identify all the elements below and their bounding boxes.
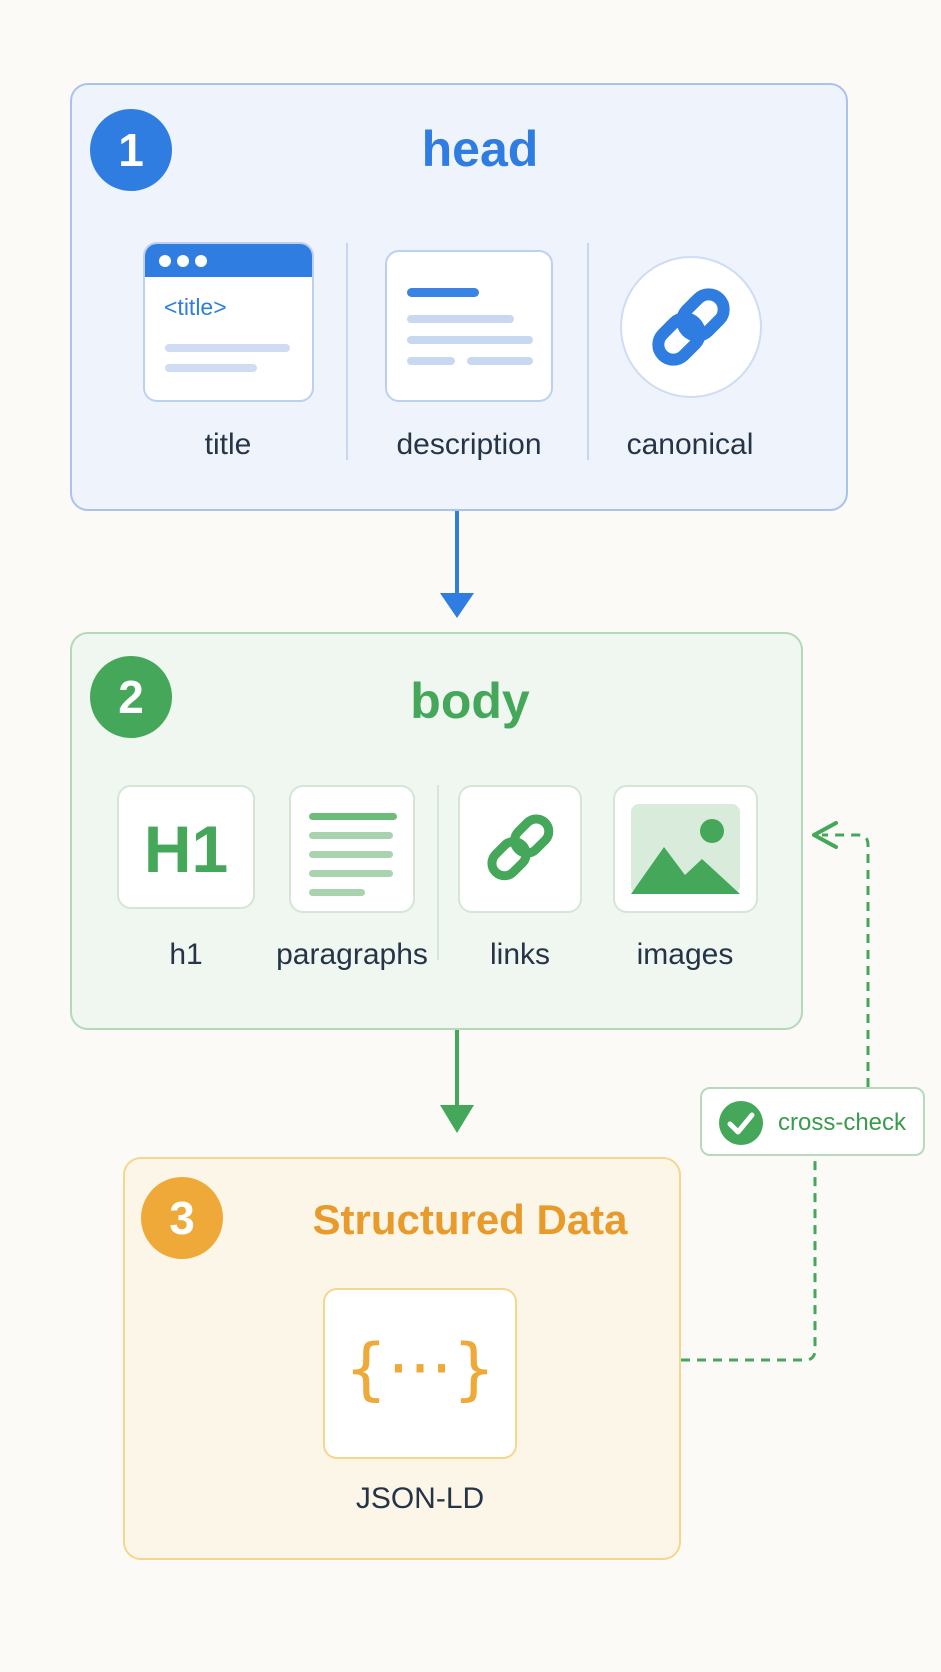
head-label-canonical: canonical <box>626 428 754 461</box>
links-card <box>458 785 582 913</box>
browser-window-icon <box>145 244 312 372</box>
images-card <box>613 785 758 913</box>
text-lines-icon <box>407 288 533 365</box>
link-icon <box>487 814 554 881</box>
braces-icon: {···} <box>344 1330 496 1409</box>
arrow-head-to-body <box>440 511 474 618</box>
h1-icon: H1 <box>143 812 229 886</box>
arrow-body-to-structured <box>440 1030 474 1133</box>
link-icon <box>620 256 762 398</box>
cross-check-label: cross-check <box>778 1109 907 1136</box>
body-label-h1: h1 <box>169 938 203 971</box>
head-separator-2 <box>587 243 589 460</box>
description-card <box>385 250 553 402</box>
step-number-3: 3 <box>141 1177 223 1259</box>
body-label-paragraphs: paragraphs <box>276 938 428 971</box>
head-label-description: description <box>396 428 542 461</box>
body-title: body <box>410 673 530 729</box>
structured-data-title: Structured Data <box>312 1196 628 1243</box>
image-icon <box>631 804 740 894</box>
paragraph-icon <box>309 813 397 896</box>
title-tag-code: <title> <box>164 294 227 320</box>
structured-label-json-ld: JSON-LD <box>355 1482 485 1515</box>
body-separator <box>437 785 439 960</box>
h1-card: H1 <box>117 785 255 909</box>
title-card: <title> <box>143 242 314 402</box>
cross-check-loop <box>681 833 870 1362</box>
head-label-title: title <box>204 428 252 461</box>
cross-check-arrowhead <box>812 821 838 849</box>
json-ld-card: {···} <box>323 1288 517 1459</box>
body-label-images: images <box>636 938 734 971</box>
paragraphs-card <box>289 785 415 913</box>
check-circle-icon <box>719 1101 763 1145</box>
step-number-1: 1 <box>90 109 172 191</box>
head-separator-1 <box>346 243 348 460</box>
body-label-links: links <box>489 938 550 971</box>
cross-check-tag: cross-check <box>700 1087 925 1156</box>
head-title: head <box>421 121 539 177</box>
step-number-2: 2 <box>90 656 172 738</box>
